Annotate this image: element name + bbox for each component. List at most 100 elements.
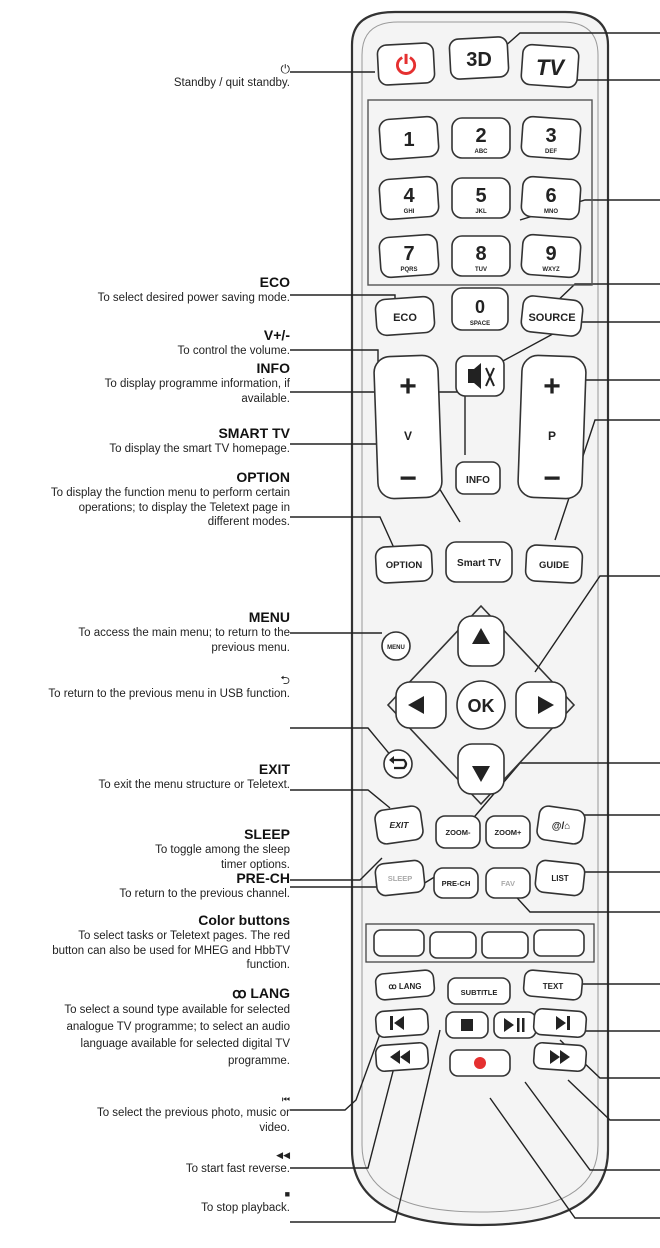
volume-rocker[interactable]: + V − bbox=[373, 354, 443, 500]
sleep-button[interactable]: SLEEP bbox=[374, 859, 426, 897]
desc-title: Color buttons bbox=[198, 912, 290, 928]
nav-left-button[interactable] bbox=[395, 681, 447, 729]
channel-rocker[interactable]: + P − bbox=[517, 354, 587, 500]
leader-line bbox=[290, 1011, 389, 1111]
desc-info: INFO To display programme information, i… bbox=[70, 360, 290, 406]
guide-label: GUIDE bbox=[539, 560, 569, 571]
desc-lang: ꝏ LANG To select a sound type available … bbox=[40, 985, 290, 1070]
source-button[interactable]: SOURCE bbox=[520, 295, 584, 337]
desc-title: OPTION bbox=[236, 469, 290, 485]
exit-label: EXIT bbox=[390, 820, 410, 830]
record-icon bbox=[474, 1057, 486, 1069]
fav-label: FAV bbox=[501, 879, 515, 888]
green-button[interactable] bbox=[429, 931, 477, 959]
next-button[interactable] bbox=[532, 1007, 588, 1039]
previous-button[interactable] bbox=[374, 1007, 430, 1039]
at-home-button[interactable]: @/⌂ bbox=[536, 805, 586, 845]
play-pause-button[interactable] bbox=[493, 1011, 537, 1039]
subtitle-button[interactable]: SUBTITLE bbox=[447, 977, 511, 1005]
fav-button[interactable]: FAV bbox=[485, 867, 531, 899]
eco-button[interactable]: ECO bbox=[374, 295, 436, 337]
stop-icon bbox=[461, 1019, 473, 1031]
guide-button[interactable]: GUIDE bbox=[524, 544, 584, 584]
channel-plus: + bbox=[543, 370, 561, 403]
red-button[interactable] bbox=[373, 929, 425, 957]
zoom-minus-button[interactable]: ZOOM- bbox=[435, 815, 481, 849]
fast-forward-button[interactable] bbox=[532, 1041, 588, 1073]
ok-button[interactable]: OK bbox=[456, 680, 506, 730]
desc-text: To select desired power saving mode. bbox=[97, 292, 290, 304]
desc-title: SLEEP bbox=[244, 826, 290, 842]
previous-icon: ⏮ bbox=[281, 1094, 290, 1104]
text-button[interactable]: TEXT bbox=[522, 969, 584, 1001]
power-button[interactable]: ⏻ bbox=[376, 42, 436, 86]
digit-5-label: 5 bbox=[475, 185, 486, 207]
digit-0-sub: SPACE bbox=[470, 321, 490, 327]
smart-tv-label: Smart TV bbox=[457, 558, 501, 569]
desc-text: To start fast reverse. bbox=[185, 1163, 290, 1175]
menu-button[interactable]: MENU bbox=[381, 631, 411, 661]
desc-sleep: SLEEP To toggle among the sleep timer op… bbox=[140, 826, 290, 872]
desc-text: To select a sound type available for sel… bbox=[64, 1004, 290, 1067]
leader-line bbox=[290, 1051, 399, 1169]
3d-button[interactable]: 3D bbox=[448, 36, 510, 80]
lang-button[interactable]: ꝏ LANG bbox=[374, 969, 436, 1001]
leader-line bbox=[534, 575, 660, 673]
smart-tv-button[interactable]: Smart TV bbox=[445, 541, 513, 583]
desc-smarttv: SMART TV To display the smart TV homepag… bbox=[0, 425, 290, 457]
at-home-label: @/⌂ bbox=[552, 821, 571, 832]
yellow-button[interactable] bbox=[481, 931, 529, 959]
desc-text: To select tasks or Teletext pages. The r… bbox=[52, 930, 290, 971]
digit-7-label: 7 bbox=[403, 243, 414, 265]
desc-prech: PRE-CH To return to the previous channel… bbox=[0, 870, 290, 902]
exit-button[interactable]: EXIT bbox=[374, 805, 424, 845]
previous-icon bbox=[394, 1016, 404, 1030]
desc-text: To return to the previous channel. bbox=[119, 888, 290, 900]
back-button[interactable] bbox=[383, 749, 413, 779]
channel-label: P bbox=[548, 429, 556, 443]
tv-label: TV bbox=[536, 55, 566, 80]
desc-eco: ECO To select desired power saving mode. bbox=[0, 274, 290, 306]
desc-color: Color buttons To select tasks or Teletex… bbox=[45, 912, 290, 973]
digit-3-sub: DEF bbox=[545, 149, 557, 155]
digit-0-button[interactable]: 0 SPACE bbox=[451, 287, 509, 331]
digit-6-label: 6 bbox=[545, 185, 556, 207]
nav-right-button[interactable] bbox=[515, 681, 567, 729]
digit-8-sub: TUV bbox=[475, 267, 487, 273]
leader-line bbox=[290, 857, 383, 881]
info-button[interactable]: INFO bbox=[455, 461, 501, 495]
nav-up-button[interactable] bbox=[457, 615, 505, 667]
ok-label: OK bbox=[468, 696, 495, 716]
arrow-right-icon bbox=[538, 696, 554, 714]
record-button[interactable] bbox=[449, 1049, 511, 1077]
stop-button[interactable] bbox=[445, 1011, 489, 1039]
mute-button[interactable] bbox=[455, 355, 505, 397]
desc-text: To return to the previous menu in USB fu… bbox=[48, 688, 290, 700]
pre-ch-button[interactable]: PRE-CH bbox=[433, 867, 479, 899]
list-button[interactable]: LIST bbox=[534, 859, 586, 897]
rewind-button[interactable] bbox=[374, 1041, 430, 1073]
info-label: INFO bbox=[466, 475, 490, 486]
desc-text: To select the previous photo, music or v… bbox=[96, 1107, 290, 1134]
digit-1-button[interactable]: 1 bbox=[378, 115, 440, 161]
digit-4-sub: GHI bbox=[404, 209, 415, 215]
sleep-label: SLEEP bbox=[388, 874, 413, 883]
digit-5-sub: JKL bbox=[475, 209, 487, 215]
blue-button[interactable] bbox=[533, 929, 585, 957]
zoom-plus-button[interactable]: ZOOM+ bbox=[485, 815, 531, 849]
arrow-left-icon bbox=[408, 696, 424, 714]
desc-rew: ◀◀ To start fast reverse. bbox=[0, 1148, 290, 1177]
leader-line bbox=[567, 1079, 660, 1121]
nav-down-button[interactable] bbox=[457, 743, 505, 795]
tv-button[interactable]: TV bbox=[520, 43, 580, 89]
option-button[interactable]: OPTION bbox=[374, 544, 434, 584]
